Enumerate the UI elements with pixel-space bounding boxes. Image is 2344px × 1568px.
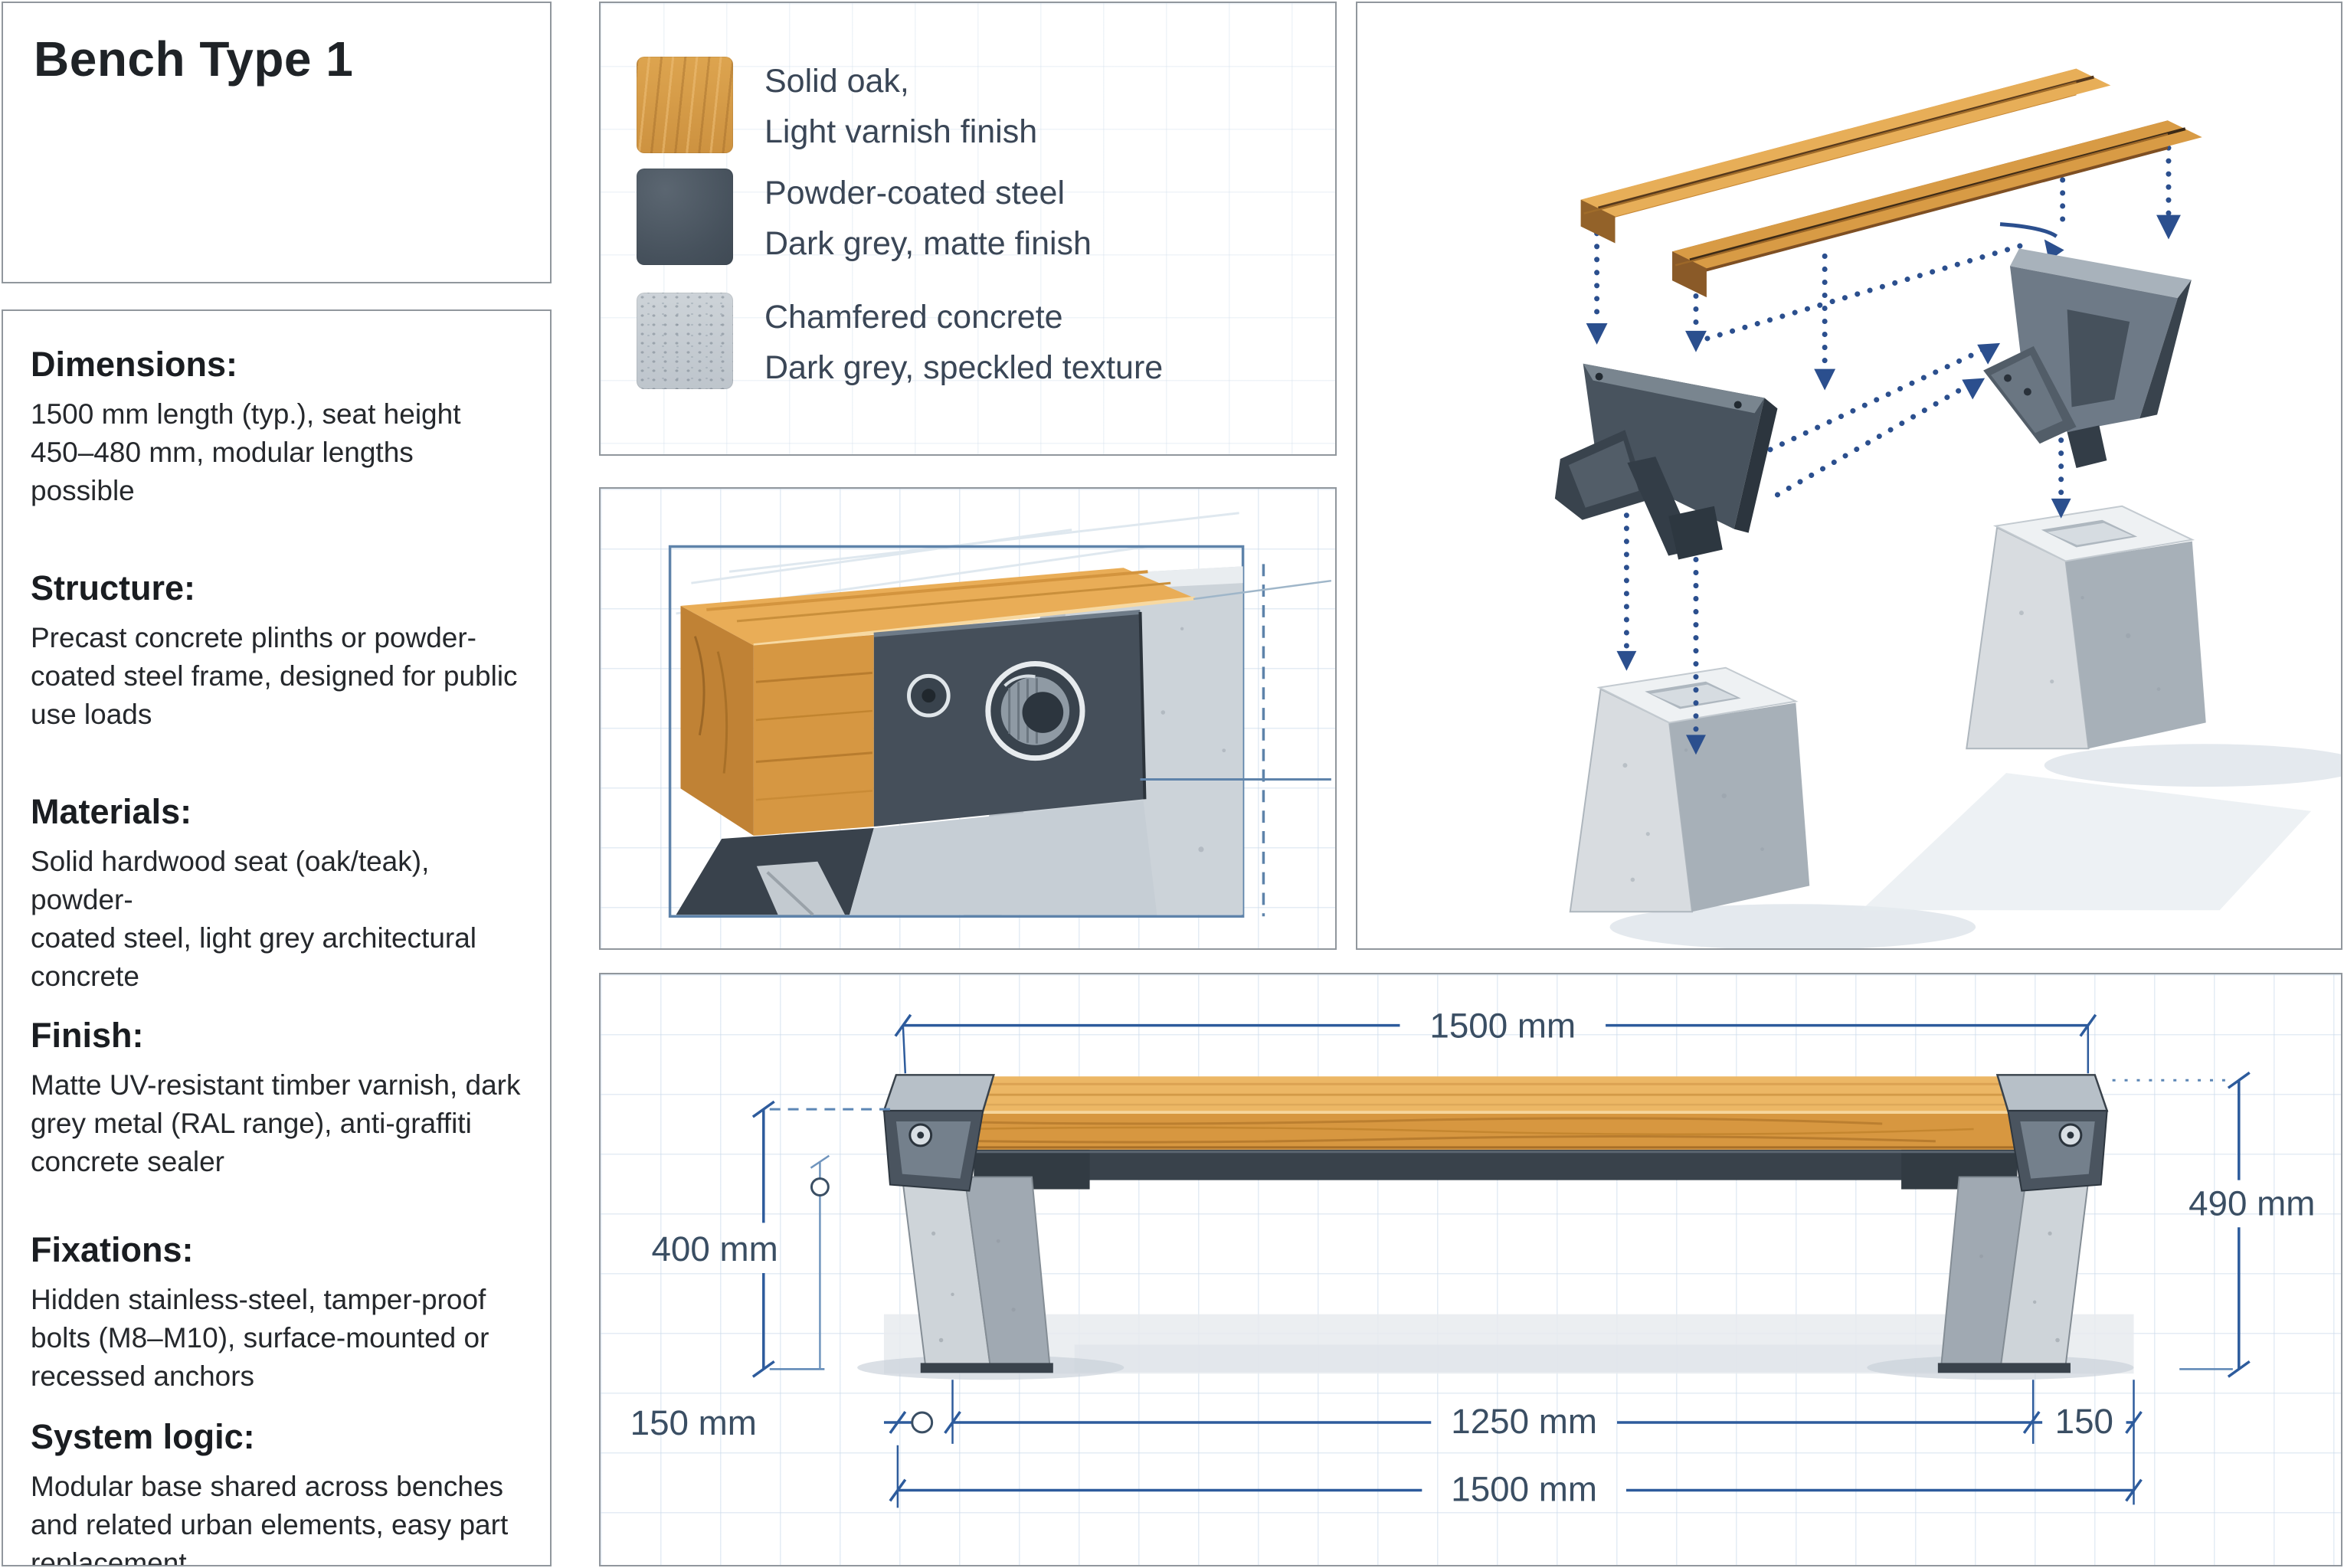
- dim-plinth-spacing: 1250 mm: [1451, 1402, 1597, 1441]
- anchor-symbol: [911, 1411, 934, 1434]
- steel-end-cap-left: [882, 1074, 995, 1192]
- wood-slats-front: [1672, 120, 2202, 298]
- dimension-lines: [751, 1013, 2251, 1508]
- concrete-leg-right: [1937, 1176, 2090, 1373]
- page-title: Bench Type 1: [34, 31, 354, 87]
- dim-base-inset-left: 150 mm: [630, 1403, 757, 1442]
- section-body: Precast concrete plinths or powder- coat…: [31, 622, 518, 730]
- legend-line: Solid oak,: [764, 63, 909, 100]
- oak-swatch-icon: [637, 57, 733, 153]
- specs-panel: Dimensions: 1500 mm length (typ.), seat …: [2, 309, 552, 1566]
- corner-detail-illustration: [668, 512, 1332, 918]
- legend-panel: Solid oak, Light varnish finish Powder-c…: [599, 2, 1337, 456]
- dim-overall-height: 490 mm: [2188, 1183, 2315, 1223]
- legend-line: Chamfered concrete: [764, 299, 1063, 336]
- section-heading: Finish:: [31, 1016, 144, 1055]
- concrete-plinth-right: [1966, 505, 2206, 750]
- section-heading: Dimensions:: [31, 345, 238, 384]
- leader-line-top: [1193, 579, 1332, 601]
- spec-section-dimensions: Dimensions: 1500 mm length (typ.), seat …: [31, 345, 524, 510]
- steel-leg: [676, 828, 874, 916]
- spec-section-fixations: Fixations: Hidden stainless-steel, tampe…: [31, 1230, 524, 1396]
- dim-seat-height: 400 mm: [651, 1229, 778, 1268]
- concrete-base-front: [850, 800, 1157, 915]
- legend-line: Dark grey, matte finish: [764, 225, 1092, 262]
- section-heading: Materials:: [31, 792, 192, 831]
- curved-arrow: [1999, 222, 2058, 238]
- spec-section-system-logic: System logic: Modular base shared across…: [31, 1417, 524, 1566]
- steel-under-rail: [974, 1149, 2018, 1190]
- steel-bracket-left: [1554, 363, 1778, 560]
- concrete-plinth-left: [1569, 666, 1810, 913]
- legend-line: Powder-coated steel: [764, 175, 1065, 211]
- wood-seat: [680, 568, 1196, 836]
- arrowheads: [1586, 214, 2181, 755]
- assembly-arrows: [1594, 145, 2172, 736]
- section-heading: System logic:: [31, 1417, 255, 1456]
- section-body: Solid hardwood seat (oak/teak), powder- …: [31, 846, 477, 992]
- legend-line: Dark grey, speckled texture: [764, 349, 1164, 386]
- detail-panel: [599, 487, 1337, 950]
- section-heading: Fixations:: [31, 1230, 194, 1269]
- steel-bracket: [873, 609, 1147, 827]
- fixing-bolt-icon: [985, 661, 1085, 761]
- concrete-swatch-icon: [637, 293, 733, 389]
- section-body: Modular base shared across benches and r…: [31, 1471, 509, 1566]
- legend-row-steel: Powder-coated steel Dark grey, matte fin…: [601, 169, 1335, 283]
- title-panel: Bench Type 1: [2, 2, 552, 283]
- spec-section-finish: Finish: Matte UV-resistant timber varnis…: [31, 1016, 524, 1181]
- exploded-view-illustration: [1554, 68, 2341, 948]
- wood-slats-rear: [1580, 68, 2111, 244]
- legend-line: Light varnish finish: [764, 113, 1038, 150]
- spec-section-materials: Materials: Solid hardwood seat (oak/teak…: [31, 792, 524, 996]
- elevation-panel: 1500 mm 400 mm 490 mm 150 mm 1250 mm 150…: [599, 973, 2342, 1566]
- section-body: Matte UV-resistant timber varnish, dark …: [31, 1069, 521, 1177]
- steel-bracket-right: [1983, 248, 2192, 469]
- bench-elevation-drawing: 1500 mm 400 mm 490 mm 150 mm 1250 mm 150…: [630, 1007, 2316, 1509]
- exploded-panel: [1356, 2, 2342, 950]
- steel-end-cap-right: [1995, 1074, 2109, 1192]
- steel-swatch-icon: [637, 169, 733, 265]
- recessed-screw: [907, 673, 951, 718]
- dim-base-inset-right: 150: [2055, 1402, 2113, 1441]
- dim-overall-length: 1500 mm: [1451, 1469, 1597, 1508]
- concrete-leg-left: [901, 1176, 1053, 1373]
- spec-section-structure: Structure: Precast concrete plinths or p…: [31, 568, 524, 734]
- legend-row-concrete: Chamfered concrete Dark grey, speckled t…: [601, 293, 1335, 408]
- section-body: Hidden stainless-steel, tamper-proof bol…: [31, 1284, 489, 1392]
- section-body: 1500 mm length (typ.), seat height 450–4…: [31, 398, 461, 506]
- anchor-symbol: [810, 1177, 830, 1196]
- legend-row-oak: Solid oak, Light varnish finish: [601, 57, 1335, 172]
- wood-seat: [887, 1076, 2103, 1150]
- dim-seat-length-top: 1500 mm: [1429, 1007, 1576, 1046]
- section-heading: Structure:: [31, 568, 196, 607]
- ground-shadows: [1609, 744, 2341, 948]
- ground: [857, 1314, 2134, 1380]
